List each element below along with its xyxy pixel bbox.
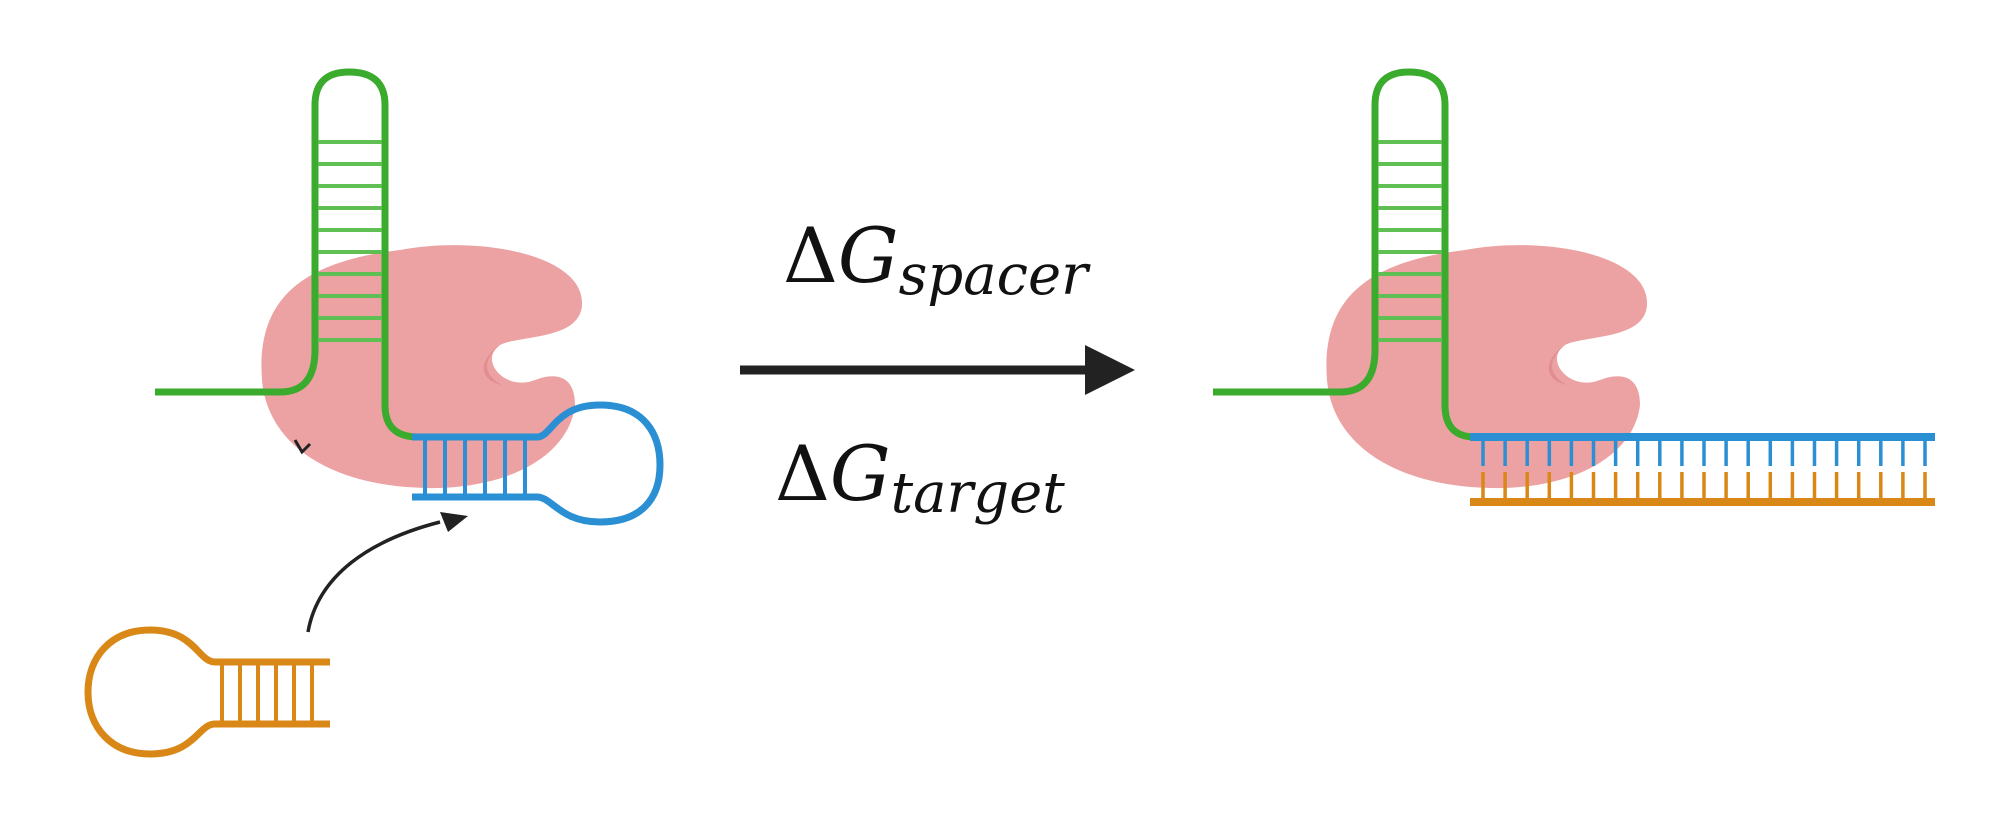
spacer-g: G [838,211,899,300]
spacer-strand [412,401,664,526]
right-protein-icon [1326,245,1648,489]
left-small-tick [293,439,312,455]
spacer-delta: Δ [783,211,838,300]
left-guide-rungs [318,140,382,342]
spacer-subscript: spacer [899,243,1091,308]
spacer-rungs [423,437,527,497]
left-guide-rna-icon [155,68,419,441]
right-guide-rna-icon [1213,68,1476,441]
left-protein-icon [261,245,583,489]
target-rungs [220,662,314,724]
target-g: G [830,429,891,518]
right-guide-rungs [1378,140,1442,342]
delta-g-spacer-label: ΔGspacer [783,211,1091,308]
rna-duplex-icon [1470,433,1935,506]
right-state [1213,68,1935,506]
duplex-rungs [1481,440,1927,499]
reaction-arrow-icon [740,345,1135,395]
left-state [84,68,664,758]
right-protein-shade [1548,345,1567,385]
binding-arrow-icon [306,512,468,633]
target-subscript: target [891,461,1066,526]
target-hairpin-icon [84,626,330,758]
left-guide-strand [155,68,419,441]
delta-g-target-label: ΔGtarget [775,429,1065,526]
target-strand [84,626,330,758]
left-protein-body [261,245,583,489]
target-delta: Δ [775,429,830,518]
left-protein-shade [483,345,502,385]
right-guide-strand [1213,68,1476,441]
right-protein-body [1326,245,1648,489]
left-spacer-hairpin-icon [412,401,664,526]
